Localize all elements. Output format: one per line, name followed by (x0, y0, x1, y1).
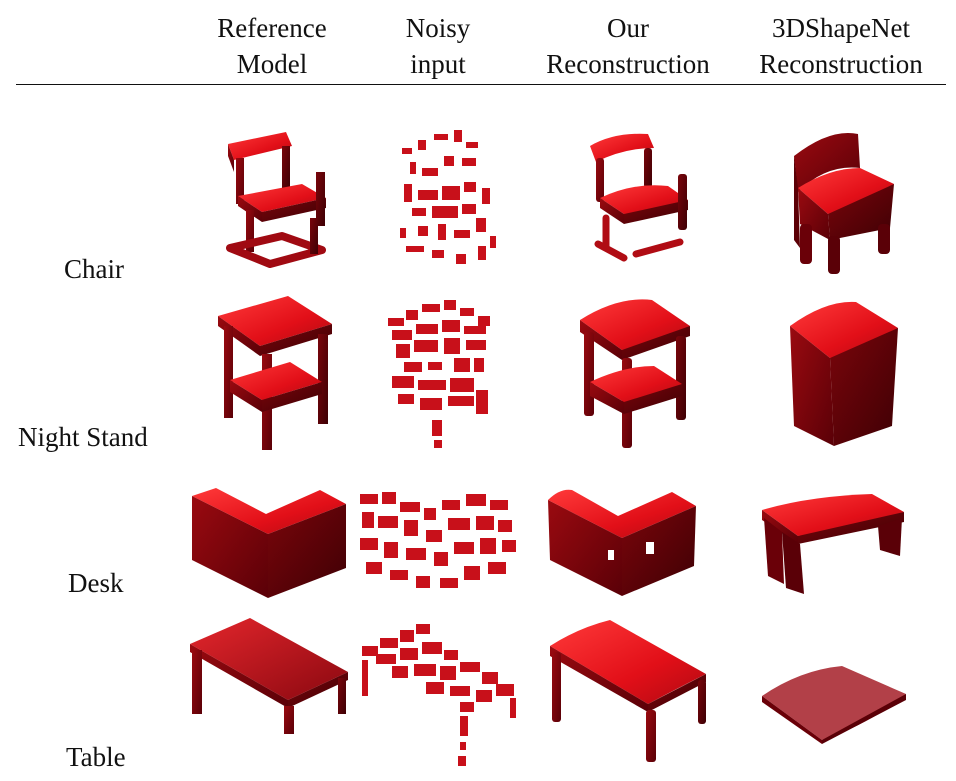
column-header-reference: Reference Model (196, 10, 348, 82)
column-header-line1: Noisy (405, 13, 471, 43)
row-label-chair: Chair (64, 254, 124, 284)
nightstand-noisy-render (384, 296, 498, 450)
column-header-line2: Reconstruction (546, 49, 710, 79)
nightstand-3dshapenet-render (786, 296, 900, 450)
table-reference-render (188, 616, 350, 734)
column-header-line2: Model (236, 49, 308, 79)
nightstand-reference-render (216, 294, 334, 450)
table-3dshapenet-render (760, 664, 908, 744)
column-header-noisy: Noisy input (370, 10, 506, 82)
column-header-line2: Reconstruction (759, 49, 923, 79)
row-label-table: Table (66, 742, 126, 772)
chair-reference-render (222, 126, 334, 276)
column-header-line1: Reference (217, 13, 327, 43)
desk-noisy-render (356, 486, 520, 602)
column-header-line1: Our (607, 13, 649, 43)
noisy-fragments (400, 130, 496, 264)
column-header-ours: Our Reconstruction (526, 10, 730, 82)
table-our-reconstruction-render (548, 618, 708, 764)
column-header-line2: input (410, 49, 466, 79)
chair-noisy-render (392, 128, 500, 276)
row-label-desk: Desk (68, 568, 124, 598)
header-rule (16, 84, 946, 85)
nightstand-our-reconstruction-render (578, 296, 692, 450)
desk-reference-render (190, 486, 348, 598)
column-header-line1: 3DShapeNet (772, 13, 910, 43)
chair-3dshapenet-render (790, 128, 898, 276)
row-label-night-stand: Night Stand (18, 422, 148, 452)
desk-3dshapenet-render (760, 492, 906, 596)
table-noisy-render (356, 620, 522, 770)
desk-our-reconstruction-render (546, 486, 698, 598)
chair-our-reconstruction-render (584, 126, 694, 276)
column-header-3dshapenet: 3DShapeNet Reconstruction (738, 10, 944, 82)
